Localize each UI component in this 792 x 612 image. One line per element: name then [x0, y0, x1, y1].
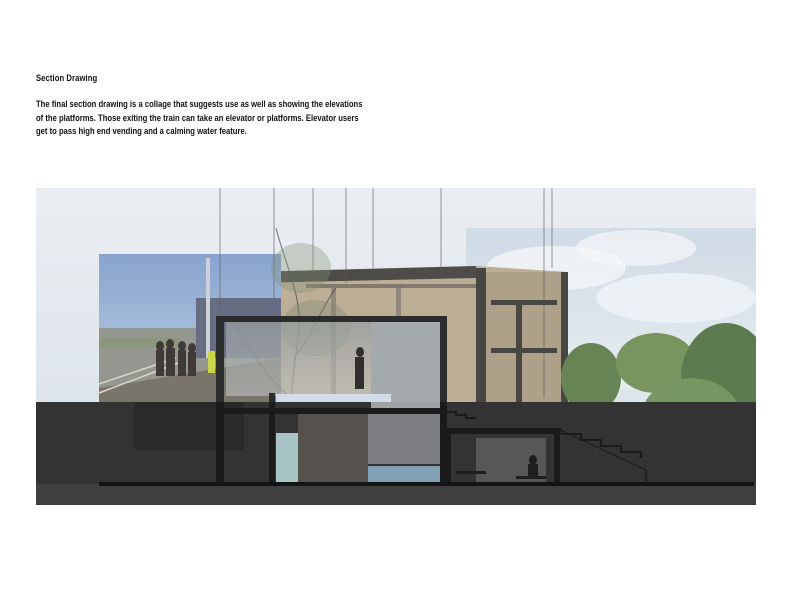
description-line: The final section drawing is a collage t…: [36, 99, 363, 109]
section-title: Section Drawing: [36, 73, 98, 83]
tree-foliage: [561, 343, 621, 413]
station-structure: [99, 316, 754, 486]
water-feature: [368, 466, 440, 482]
stair-profile: [446, 411, 476, 419]
people-group: [156, 339, 196, 376]
elevated-walkway: [276, 394, 391, 402]
description-line: get to pass high end vending and a calmi…: [36, 126, 247, 136]
section-description: The final section drawing is a collage t…: [36, 98, 376, 139]
description-line: of the platforms. Those exiting the trai…: [36, 112, 359, 123]
section-drawing-collage: [36, 188, 756, 505]
